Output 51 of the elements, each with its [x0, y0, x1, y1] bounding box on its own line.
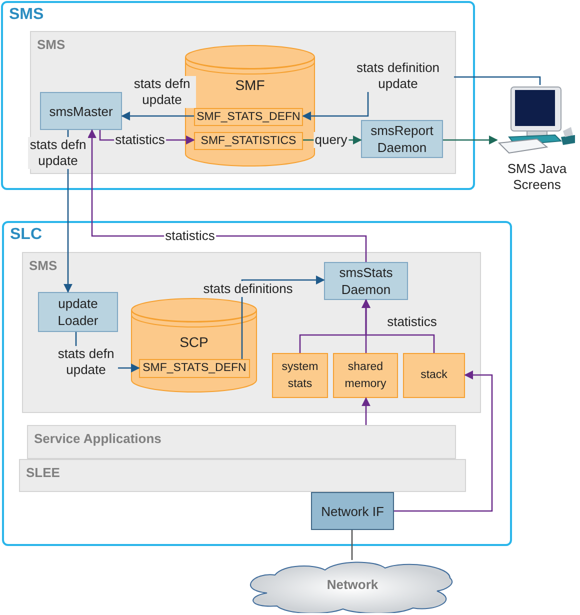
process-box: [324, 262, 408, 300]
system-frame: [2, 221, 512, 546]
process-box: [40, 92, 122, 130]
component-label: SMF_STATS_DEFN: [196, 110, 300, 124]
arrow: [362, 299, 435, 353]
connector-line: [351, 530, 353, 560]
process-label: smsStats Daemon: [338, 264, 394, 298]
component-box: [194, 132, 303, 150]
component-label: shared memory: [344, 360, 388, 392]
layer-title: Service Applications: [34, 431, 162, 446]
layer-title: SMS: [29, 258, 58, 273]
process-box: [361, 120, 443, 158]
arrow: [88, 129, 367, 262]
picture-caption: SMS Java Screens: [506, 161, 568, 193]
interface-box: [311, 492, 394, 530]
component-box: [139, 359, 250, 378]
component-label: system stats: [280, 360, 320, 392]
layer-band: [27, 425, 456, 459]
component-box: [272, 353, 328, 398]
arrow: [394, 370, 493, 512]
arrow: [64, 130, 72, 293]
frame-title: SMS: [9, 6, 44, 24]
process-label: smsReport Daemon: [370, 122, 434, 156]
component-label: stack: [420, 368, 448, 383]
component-box: [403, 353, 465, 398]
layer-title: SLEE: [26, 465, 60, 480]
component-box: [333, 353, 398, 398]
arrow: [241, 276, 325, 359]
layer-band: [22, 252, 481, 413]
arrow: [303, 136, 362, 144]
cloud-label: Network: [326, 577, 380, 592]
arrow: [362, 397, 370, 425]
process-box: [38, 292, 118, 332]
component-label: SMF_STATISTICS: [200, 134, 296, 148]
arrow: [443, 136, 498, 144]
process-label: update Loader: [56, 295, 100, 329]
system-frame: [1, 1, 475, 190]
database-label: SCP: [178, 334, 210, 350]
arrow: [75, 332, 140, 372]
arrow: [302, 76, 541, 120]
layer-title: SMS: [37, 37, 66, 52]
edge-label: stats definitions: [202, 281, 294, 297]
component-label: SMF_STATS_DEFN: [142, 361, 246, 376]
interface-label: Network IF: [321, 502, 384, 520]
layer-band: [19, 459, 466, 492]
edge-label: query: [314, 132, 348, 148]
edge-label: stats defn update: [28, 137, 88, 169]
process-label: smsMaster: [49, 102, 113, 120]
arrow: [121, 112, 194, 120]
arrow: [99, 130, 195, 144]
frame-title: SLC: [10, 226, 42, 244]
